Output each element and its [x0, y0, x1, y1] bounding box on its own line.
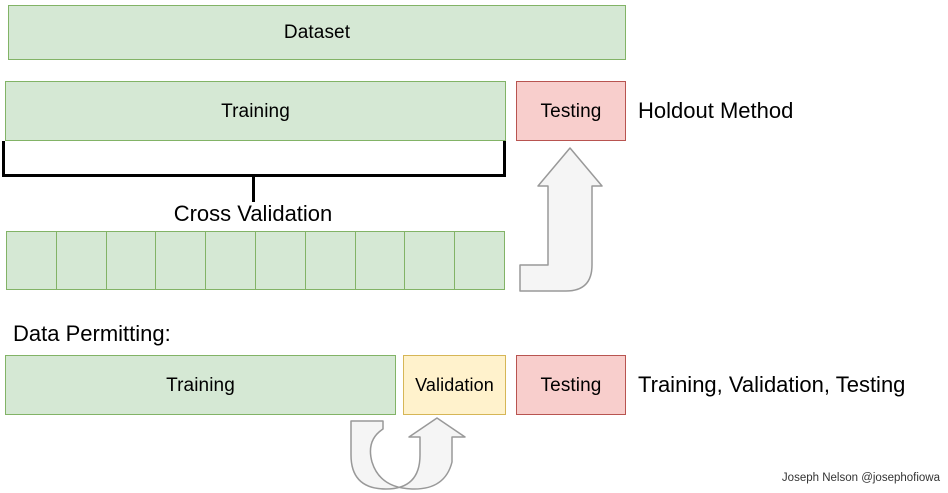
dataset-box: Dataset	[8, 5, 626, 60]
cross-validation-label: Cross Validation	[173, 201, 333, 226]
tvt-training-box: Training	[5, 355, 396, 415]
fold-cell	[304, 231, 356, 290]
holdout-method-caption: Holdout Method	[638, 98, 794, 123]
cross-validation-folds	[6, 231, 505, 290]
u-turn-up-arrow	[350, 417, 466, 490]
fold-cell	[454, 231, 505, 290]
tvt-testing-box: Testing	[516, 355, 626, 415]
fold-cell	[105, 231, 157, 290]
author-credit: Joseph Nelson @josephofiowa	[781, 472, 940, 484]
fold-cell	[254, 231, 306, 290]
training-validation-testing-caption: Training, Validation, Testing	[638, 372, 906, 397]
tvt-training-label: Training	[166, 374, 235, 396]
fold-cell	[55, 231, 107, 290]
holdout-training-label: Training	[221, 100, 290, 122]
fold-cell	[205, 231, 256, 290]
cross-validation-bracket	[2, 141, 506, 177]
dataset-label: Dataset	[283, 22, 351, 43]
fold-cell	[404, 231, 456, 290]
curved-up-arrow	[519, 147, 603, 292]
tvt-validation-label: Validation	[415, 375, 494, 395]
fold-cell	[6, 231, 57, 290]
holdout-training-box: Training	[5, 81, 506, 141]
tvt-validation-box: Validation	[403, 355, 506, 415]
holdout-testing-label: Testing	[540, 100, 602, 122]
fold-cell	[354, 231, 406, 290]
fold-cell	[155, 231, 207, 290]
cross-validation-bracket-stem	[252, 176, 255, 202]
holdout-testing-box: Testing	[516, 81, 626, 141]
data-permitting-heading: Data Permitting:	[13, 321, 171, 346]
tvt-testing-label: Testing	[540, 374, 602, 396]
